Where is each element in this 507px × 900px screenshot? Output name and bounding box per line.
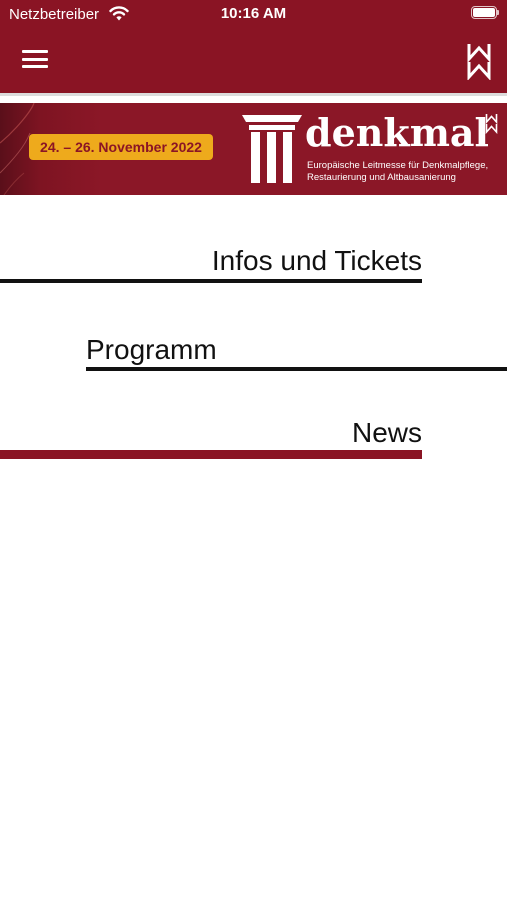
menu-item-programm[interactable]: Programm [86,334,217,365]
banner-texture [0,103,35,195]
banner-title: denkmal [305,110,489,155]
banner-subtitle-line2: Restaurierung und Altbausanierung [307,172,456,183]
status-time: 10:16 AM [220,5,287,22]
hamburger-menu-button[interactable] [22,48,48,70]
menu-item-underline-programm [86,367,507,371]
wifi-icon [109,6,129,21]
menu-item-news[interactable]: News [351,417,422,448]
top-bar: Netzbetreiber 10:16 AM [0,0,507,93]
battery-icon [471,6,499,19]
banner-subtitle-line1: Europäische Leitmesse für Denkmalpflege, [307,160,489,171]
menu-item-underline-news [0,450,422,459]
hamburger-menu-icon-line-middle [22,57,48,61]
leipziger-messe-mm-logo-icon[interactable] [466,40,492,80]
banner-mm-logo-icon [485,114,498,134]
hamburger-menu-icon-line-bottom [22,65,48,68]
menu-item-underline-infos [0,279,422,283]
hamburger-menu-icon-line-top [22,50,48,53]
event-date-badge: 24. – 26. November 2022 [29,134,213,160]
event-banner: 24. – 26. November 2022 denkmal Europäis… [0,103,507,195]
status-bar: Netzbetreiber 10:16 AM [0,0,507,30]
header-divider [0,93,507,96]
menu-item-infos-und-tickets[interactable]: Infos und Tickets [211,245,422,276]
pillar-logo-icon [242,115,302,183]
carrier-name: Netzbetreiber [9,6,100,23]
